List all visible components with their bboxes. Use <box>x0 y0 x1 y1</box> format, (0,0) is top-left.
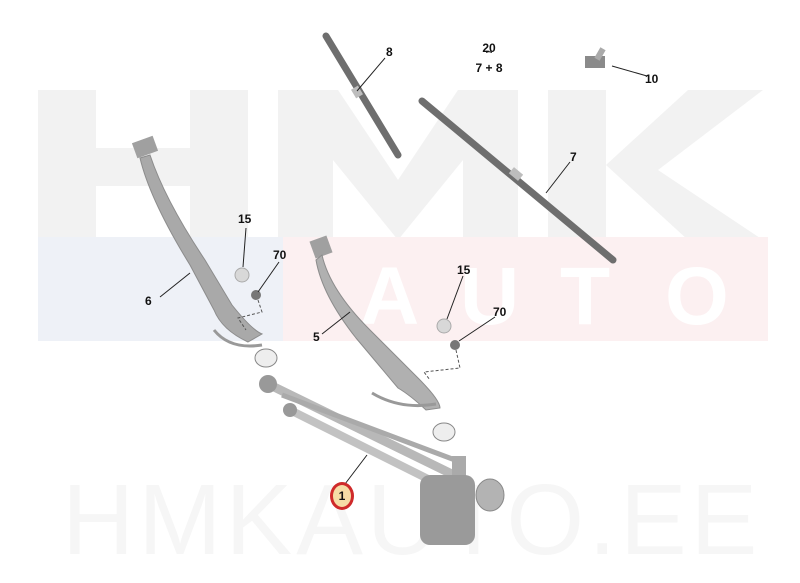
connector-part[interactable] <box>585 47 606 68</box>
washer-right <box>432 422 456 442</box>
callout-1-highlighted[interactable]: 1 <box>330 482 354 510</box>
watermark-auto-u: U <box>460 251 520 342</box>
kit-brace-icon: ⏞ <box>486 52 492 63</box>
nut-70-left[interactable] <box>251 290 261 300</box>
wiper-arm-right[interactable] <box>309 235 441 411</box>
watermark-auto-a: A <box>360 251 420 342</box>
kit-20-group[interactable]: 20 ⏞ 7 + 8 <box>470 41 508 75</box>
watermark-site-text: HMKAUTO.EE <box>62 464 762 576</box>
cap-15-left[interactable] <box>234 267 250 283</box>
cap-15-right[interactable] <box>436 318 452 334</box>
wiper-blade-long[interactable] <box>418 97 617 264</box>
watermark-auto-o: O <box>665 251 729 342</box>
kit-label: 20 <box>482 41 496 55</box>
callout-10[interactable]: 10 <box>645 72 659 86</box>
callout-7[interactable]: 7 <box>570 150 577 164</box>
wiper-blade-short[interactable] <box>322 32 402 159</box>
callout-15-right[interactable]: 15 <box>457 263 471 277</box>
callout-70-right[interactable]: 70 <box>493 305 507 319</box>
callout-1-label: 1 <box>338 489 346 503</box>
nut-70-right[interactable] <box>450 340 460 350</box>
callout-70-left[interactable]: 70 <box>273 248 287 262</box>
callout-8[interactable]: 8 <box>386 45 393 59</box>
callout-15-left[interactable]: 15 <box>238 212 252 226</box>
washer-left <box>254 348 278 368</box>
callout-5[interactable]: 5 <box>313 330 320 344</box>
watermark-auto-t: T <box>560 251 611 342</box>
wiper-arm-left[interactable] <box>131 135 264 348</box>
kit-members: 7 + 8 <box>475 61 503 75</box>
wiper-linkage-motor[interactable] <box>259 375 505 545</box>
callout-6[interactable]: 6 <box>145 294 152 308</box>
